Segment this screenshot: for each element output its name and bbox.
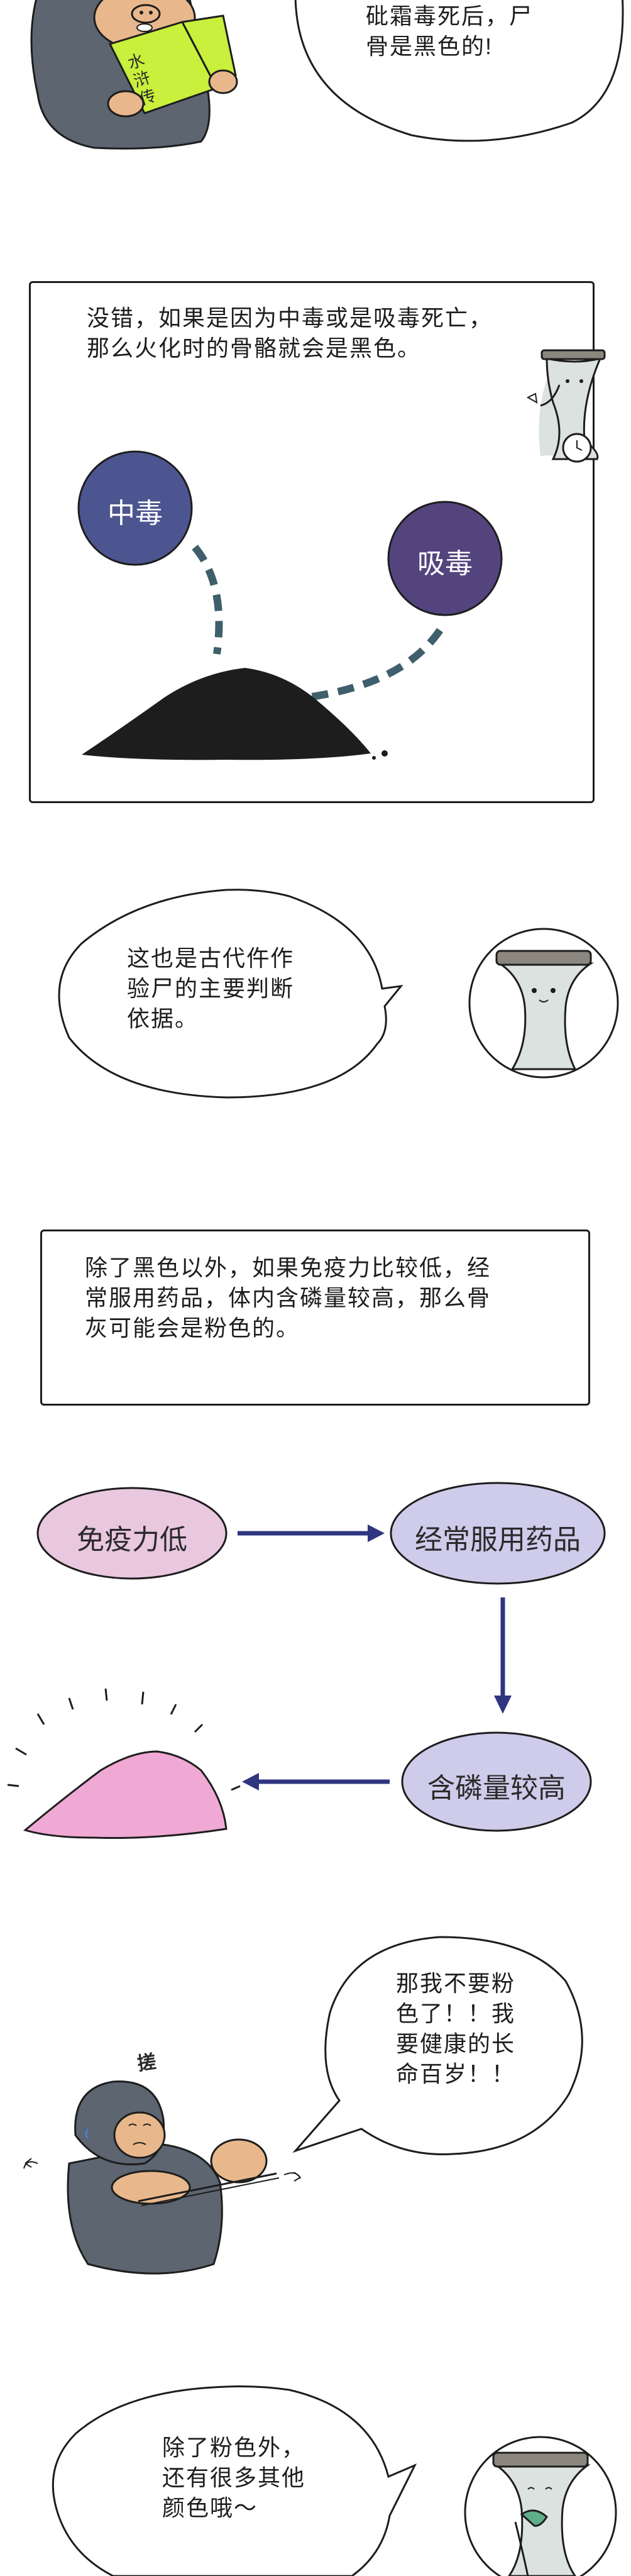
panel-6-art [23,1936,583,2275]
panel-5-art [7,1482,606,1839]
ghost-portrait-2 [492,2451,591,2576]
oval-medication-label: 经常服用药品 [415,1524,581,1556]
panel-2-art [77,349,606,760]
speech-line: 这也是古代仵作 [127,945,295,971]
arrow-right [238,1524,385,1542]
caption-4: 除了黑色以外，如果免疫力比较低，经 常服用药品，体内含磷量较高，那么骨 灰可能会… [85,1253,491,1343]
panel-2-frame [29,281,595,803]
speech-text-6: 那我不要粉 色了！！我 要健康的长 命百岁！！ [396,1968,515,2089]
ghost-character [526,349,606,463]
speech-line: 骨是黑色的! [366,33,493,59]
caption-line: 常服用药品，体内含磷量较高，那么骨 [85,1285,491,1311]
caption-line: 灰可能会是粉色的。 [85,1315,300,1341]
speech-line: 砒霜毒死后，尸 [366,3,534,29]
oval-phosphorus [401,1731,592,1832]
poison-label: 中毒 [107,497,163,530]
ghost-portrait [495,950,595,1070]
caption-box-4 [40,1230,590,1406]
oval-phosphorus-label: 含磷量较高 [427,1772,566,1804]
speech-line: 除了粉色外， [162,2434,306,2460]
book-icon [107,14,238,118]
arrow-down [494,1597,512,1714]
speech-line: 颜色哦～ [162,2495,258,2521]
speech-bubble-6 [292,1936,583,2155]
oval-medication [390,1482,606,1585]
speech-line: 依据。 [127,1006,199,1031]
speech-bubble-3 [58,889,403,1099]
drug-label: 吸毒 [417,548,473,580]
sparkle-lines [7,1688,241,1791]
speech-text-1: 砒霜毒死后，尸 骨是黑色的! [366,1,533,62]
caption-line: 除了黑色以外，如果免疫力比较低，经 [85,1255,491,1280]
dashed-path-left [192,545,223,655]
speech-text-7: 除了粉色外， 还有很多其他 颜色哦～ [162,2433,305,2523]
speech-line: 要健康的长 [396,2031,516,2057]
caption-2: 没错，如果是因为中毒或是吸毒死亡， 那么火化时的骨骼就会是黑色。 [87,303,493,364]
speech-line: 命百岁！！ [396,2061,516,2087]
panel-1-art [30,0,624,150]
speech-line: 验尸的主要判断 [127,975,295,1001]
drug-circle [387,501,503,616]
pink-ash-pile [23,1750,228,1839]
caption-line: 那么火化时的骨骼就会是黑色。 [87,335,422,361]
speech-line: 色了！！我 [396,2001,516,2026]
black-ash-pile [82,668,371,760]
speech-line: 还有很多其他 [162,2465,306,2490]
oval-immunity [36,1487,228,1580]
arrow-left [242,1773,390,1790]
caption-line: 没错，如果是因为中毒或是吸毒死亡， [87,305,493,331]
oval-immunity-label: 免疫力低 [77,1524,187,1556]
speech-text-3: 这也是古代仵作 验尸的主要判断 依据。 [127,943,294,1034]
panel-3-art [58,889,619,1099]
shivering-character [23,2080,301,2275]
dashed-path-right [301,628,443,702]
speech-line: 那我不要粉 [396,1970,516,1996]
poison-circle [77,450,193,566]
